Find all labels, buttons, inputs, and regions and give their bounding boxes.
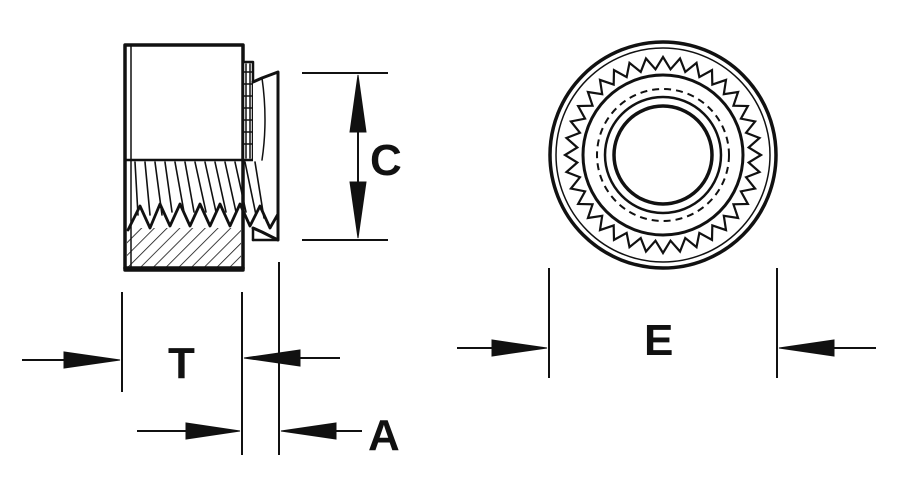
end-view-bore [612,104,714,206]
side-view-hatch [127,228,241,268]
label-a: A [368,411,400,460]
label-t: T [168,339,195,388]
dimension-t [22,292,340,455]
side-view-threads [134,161,265,219]
dimension-c [302,72,388,241]
side-view-pilot [251,70,280,242]
end-view [548,40,778,270]
side-view-knurl [241,60,255,162]
end-view-serrations [562,54,764,256]
end-view-dashed-circle [596,88,730,222]
dimension-e [457,268,876,378]
label-c: C [370,136,402,185]
side-view [123,43,280,272]
dimension-a [137,262,362,455]
end-view-collar [581,73,745,237]
label-e: E [644,316,673,365]
side-view-zigzag [126,202,280,232]
